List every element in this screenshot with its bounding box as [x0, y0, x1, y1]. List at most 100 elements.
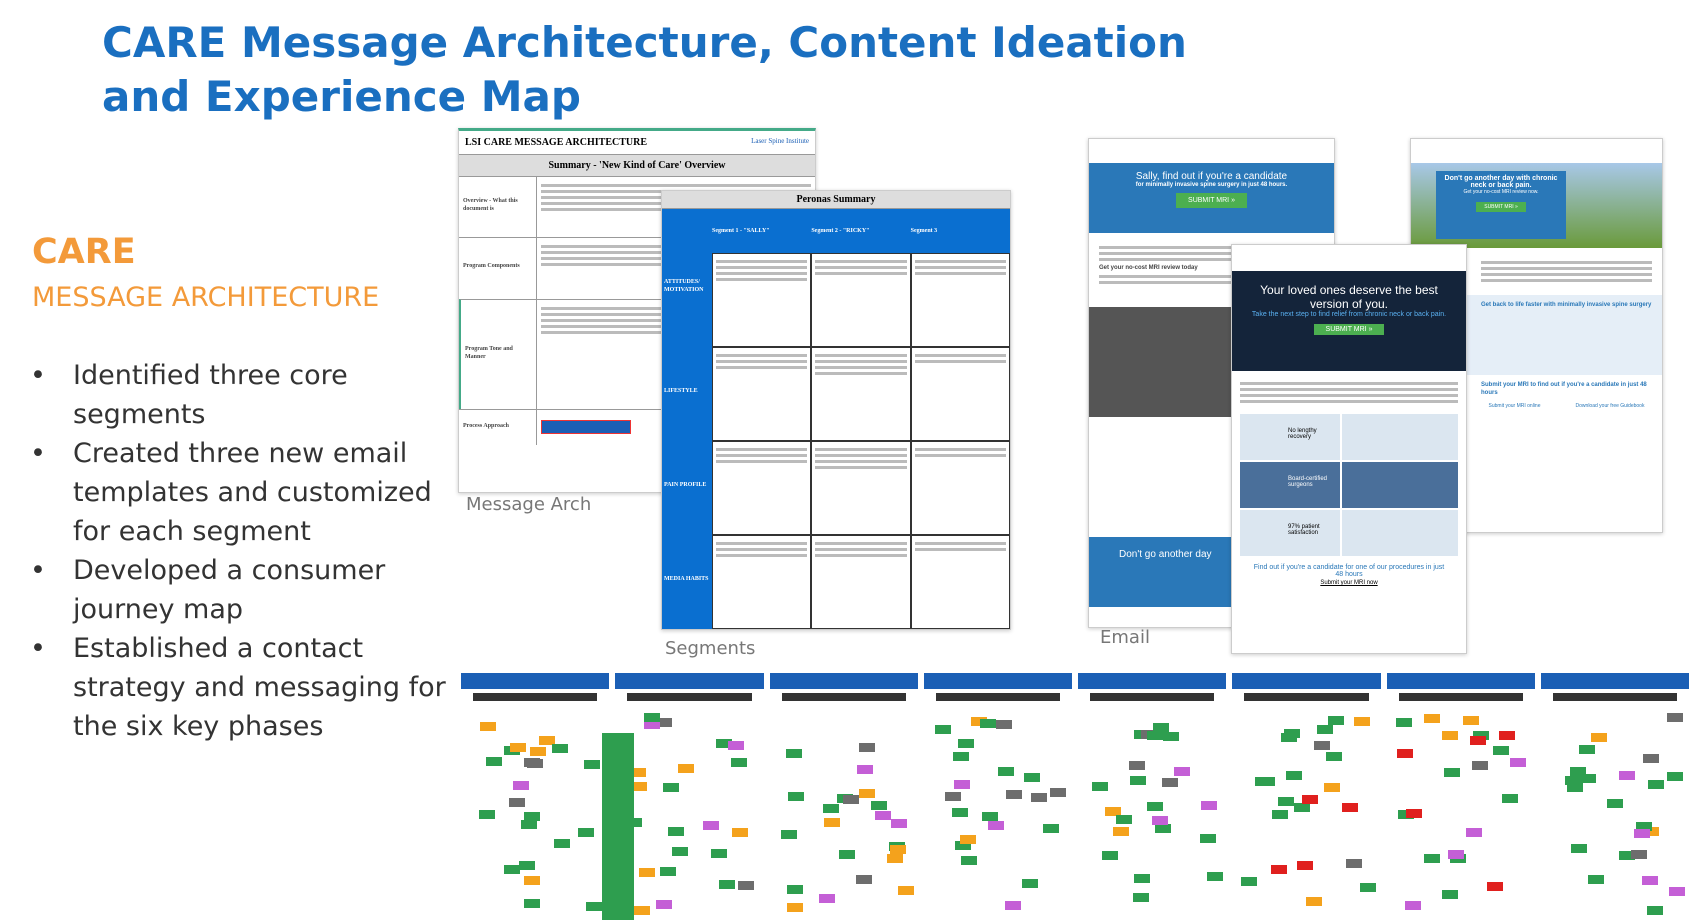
journey-step-box	[1323, 782, 1340, 792]
phase-subheader	[781, 693, 906, 701]
journey-step-box	[1314, 740, 1331, 750]
journey-step-box	[871, 801, 888, 811]
journey-step-box	[529, 747, 546, 757]
journey-step-box	[718, 880, 735, 890]
journey-step-box	[1022, 878, 1039, 888]
journey-step-box	[843, 795, 860, 805]
journey-step-box	[715, 738, 732, 748]
journey-step-box	[1666, 772, 1683, 782]
journey-step-box	[859, 743, 876, 753]
journey-step-box	[781, 830, 798, 840]
journey-step-box	[656, 717, 673, 727]
journey-step-box	[1129, 775, 1146, 785]
journey-step-box	[1151, 815, 1168, 825]
journey-step-box	[538, 735, 555, 745]
journey-step-box	[891, 819, 908, 829]
journey-step-box	[1578, 745, 1595, 755]
journey-step-box	[1153, 723, 1170, 733]
slide-title: CARE Message Architecture, Content Ideat…	[102, 18, 1187, 121]
journey-step-box	[819, 894, 836, 904]
bullet-item: Established a contact strategy and messa…	[30, 629, 450, 746]
journey-step-box	[728, 741, 745, 751]
journey-step-box	[711, 849, 728, 859]
journey-step-box	[1031, 793, 1048, 803]
journey-step-box	[1404, 901, 1421, 911]
journey-step-box	[823, 804, 840, 814]
submit-mri-button: SUBMIT MRI »	[1176, 193, 1247, 208]
phase-header	[769, 673, 918, 689]
row-label: Program Tone and Manner	[459, 299, 537, 409]
journey-step-box	[1278, 797, 1295, 807]
phase-header	[1540, 673, 1689, 689]
journey-step-box	[1286, 771, 1303, 781]
consumer-journey-map	[459, 673, 1693, 920]
journey-step-box	[1162, 732, 1179, 742]
journey-step-box	[981, 812, 998, 822]
journey-step-box	[1441, 730, 1458, 740]
phase-subheader	[627, 693, 752, 701]
journey-step-box	[980, 719, 997, 729]
journey-step-box	[998, 767, 1015, 777]
message-arch-caption: Message Arch	[466, 494, 592, 515]
journey-step-box	[890, 845, 907, 855]
bullet-item: Identified three core segments	[30, 356, 450, 434]
journey-step-box	[521, 820, 538, 830]
row-label: Process Approach	[459, 409, 537, 445]
journey-step-box	[1147, 731, 1164, 741]
journey-step-box	[731, 757, 748, 767]
journey-step-box	[1173, 766, 1190, 776]
journey-step-box	[788, 791, 805, 801]
email-section-heading: Get back to life faster with minimally i…	[1481, 302, 1652, 308]
journey-step-box	[524, 811, 541, 821]
journey-step-box	[504, 865, 521, 875]
submit-mri-button: SUBMIT MRI »	[1313, 324, 1385, 335]
submit-mri-link: Submit your MRI now	[1320, 580, 1378, 586]
journey-step-box	[839, 850, 856, 860]
journey-step-box	[1465, 828, 1482, 838]
journey-step-box	[1646, 906, 1663, 916]
journey-step-box	[1004, 901, 1021, 911]
section-heading: CARE	[32, 232, 136, 272]
journey-step-box	[512, 781, 529, 791]
journey-step-box	[1341, 802, 1358, 812]
journey-step-box	[970, 717, 987, 727]
submit-mri-button: SUBMIT MRI »	[1476, 202, 1526, 212]
email-headline: Don't go another day with chronic neck o…	[1444, 175, 1558, 189]
bullet-item: Created three new email templates and cu…	[30, 434, 450, 551]
journey-step-box	[1510, 757, 1527, 767]
journey-step-box	[1570, 844, 1587, 854]
journey-step-box	[858, 789, 875, 799]
phase-header	[923, 673, 1072, 689]
journey-step-box	[518, 860, 535, 870]
journey-step-box	[1406, 809, 1422, 819]
journey-step-box	[1345, 859, 1362, 869]
journey-step-box	[1618, 770, 1635, 780]
email-body-bold: Get your no-cost MRI review today	[1099, 265, 1198, 271]
journey-step-box	[524, 899, 541, 909]
journey-step-box	[1134, 874, 1151, 884]
journey-step-box	[631, 782, 648, 792]
journey-step-box	[1569, 766, 1586, 776]
journey-step-box	[1301, 794, 1318, 804]
email-headline: Sally, find out if you're a candidate	[1135, 171, 1288, 182]
journey-step-box	[1647, 779, 1664, 789]
segment-column: Segment 1 - "SALLY"	[712, 228, 770, 234]
journey-step-box	[1443, 768, 1460, 778]
journey-step-box	[954, 841, 971, 851]
journey-step-box	[638, 867, 655, 877]
personas-title: Peronas Summary	[662, 191, 1010, 209]
journey-step-box	[1396, 748, 1413, 758]
journey-step-box	[1590, 733, 1607, 743]
journey-step-box	[1643, 753, 1660, 763]
journey-step-box	[552, 743, 569, 753]
journey-step-box	[1155, 823, 1172, 833]
journey-step-box	[787, 884, 804, 894]
journey-step-box	[1296, 860, 1313, 870]
journey-step-box	[578, 827, 595, 837]
journey-step-box	[1049, 787, 1066, 797]
email-subhead: Take the next step to find relief from c…	[1251, 311, 1447, 318]
row-label: LIFESTYLE	[662, 347, 712, 441]
journey-step-box	[988, 820, 1005, 830]
feature-board-certified: Board-certified surgeons	[1240, 462, 1340, 508]
journey-step-box	[887, 853, 904, 863]
